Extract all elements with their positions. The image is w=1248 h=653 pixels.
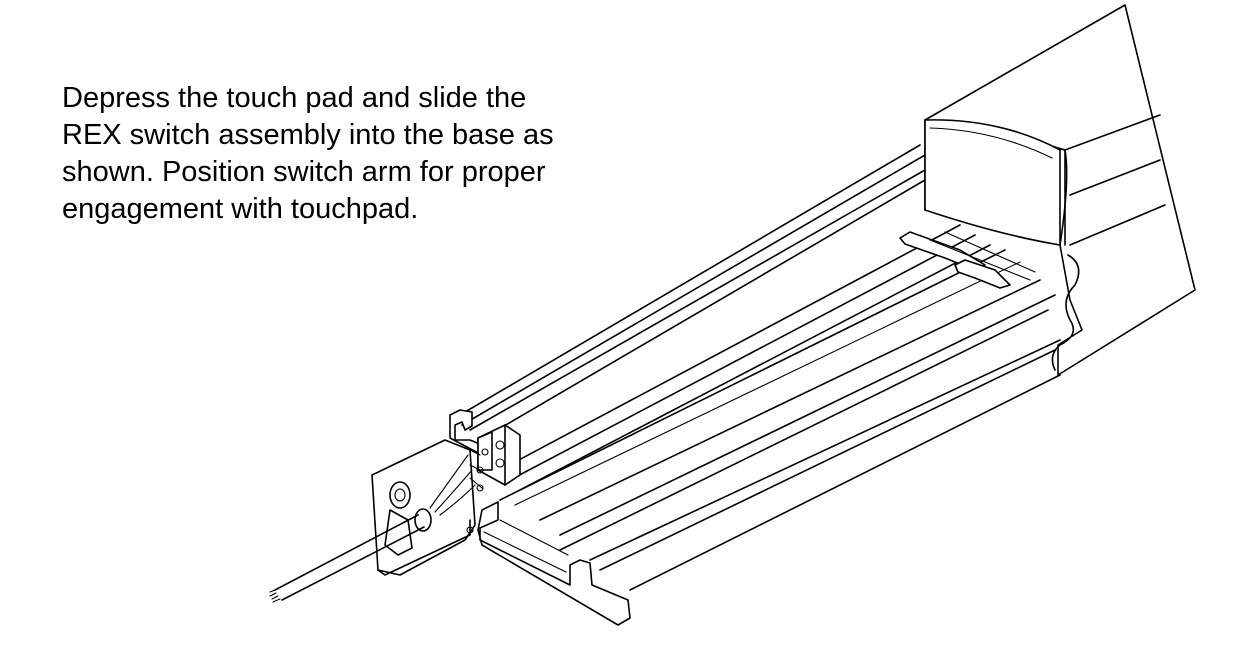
push-bar-housing — [924, 4, 1196, 376]
cable — [269, 514, 425, 603]
instruction-line-3: shown. Position switch arm for proper — [62, 156, 546, 188]
instruction-text: Depress the touch pad and slide the REX … — [62, 80, 642, 228]
instruction-line-1: Depress the touch pad and slide the — [62, 82, 527, 114]
switch-wires — [429, 454, 476, 516]
housing-wire — [1051, 254, 1080, 371]
mounting-plate — [371, 439, 476, 576]
micro-switch — [469, 424, 521, 492]
base-extrusion — [449, 144, 1061, 626]
touchpad-tabs — [899, 231, 1036, 289]
instruction-line-2: REX switch assembly into the base as — [62, 119, 554, 151]
end-cap — [924, 119, 1061, 246]
instruction-line-4: engagement with touchpad. — [62, 193, 419, 225]
